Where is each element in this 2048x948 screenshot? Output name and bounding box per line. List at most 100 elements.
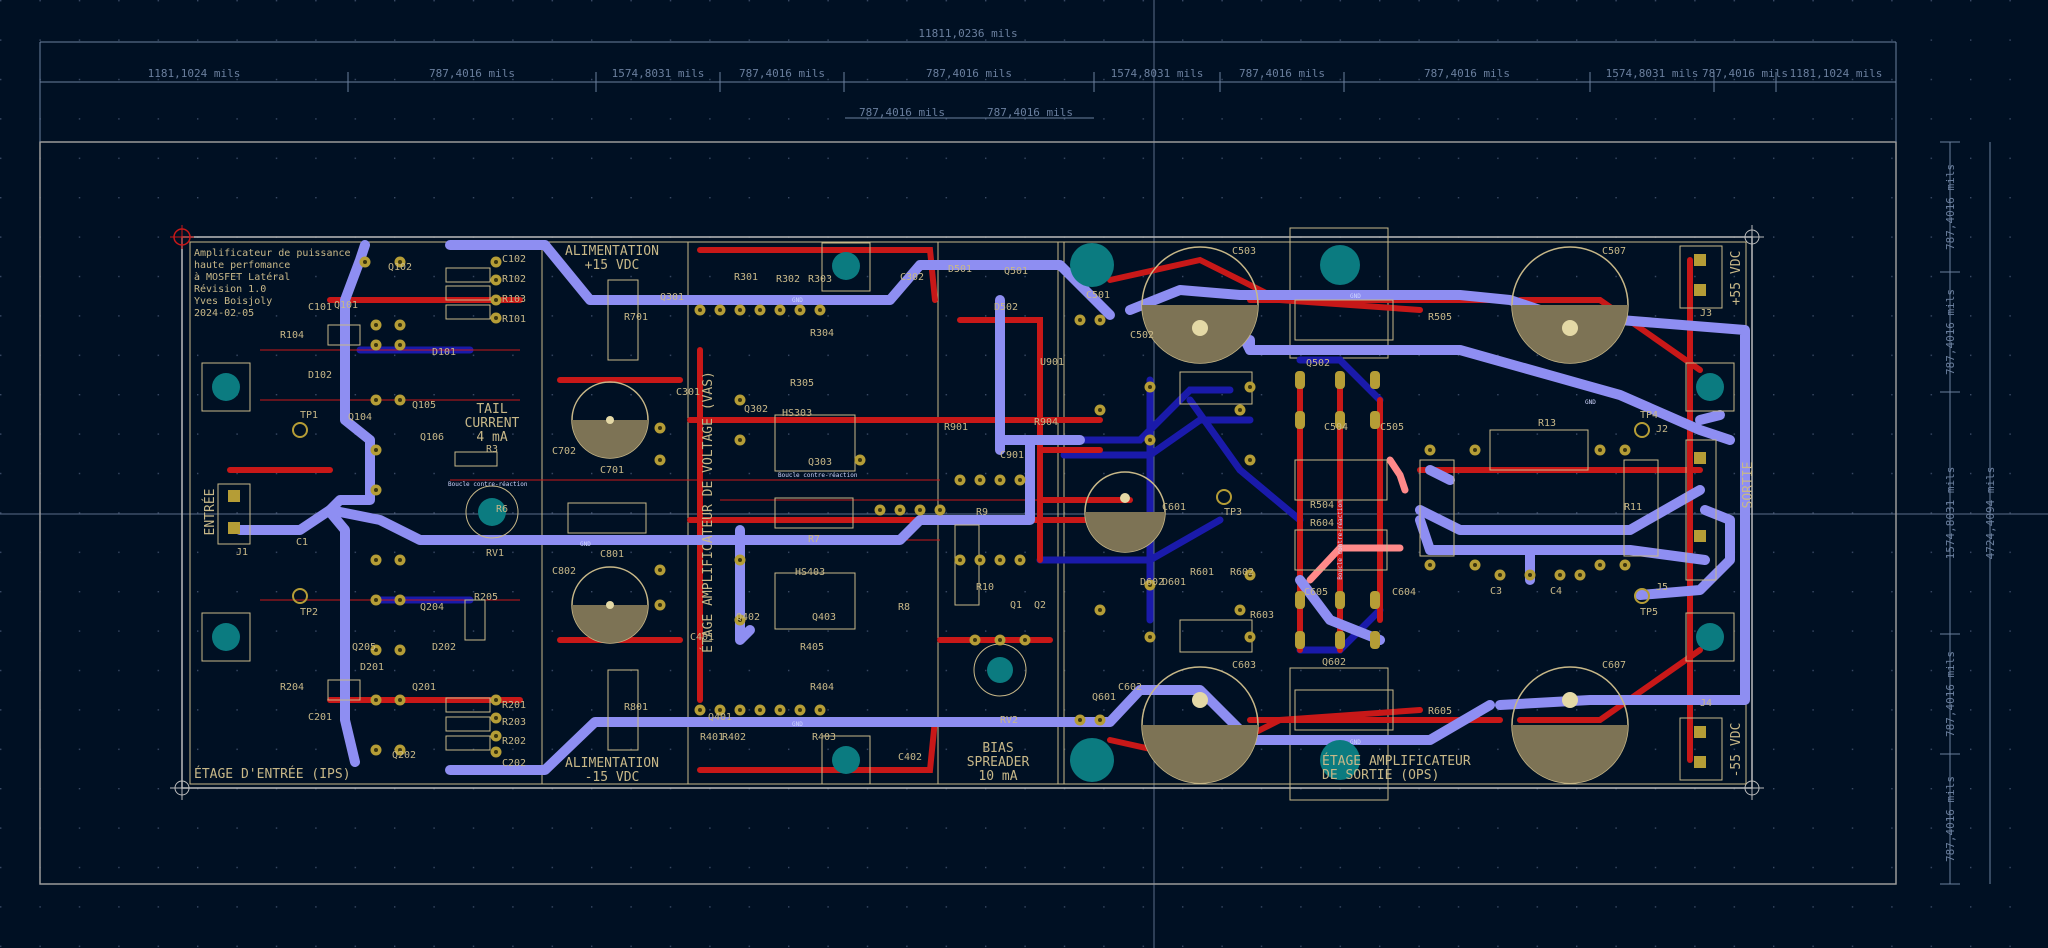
- pad-oval-2[interactable]: [1295, 411, 1305, 429]
- mounting-holes[interactable]: [201, 242, 1735, 785]
- refdes-r101: R101: [502, 314, 526, 325]
- mounting-hole-8: [1320, 740, 1360, 780]
- dimension-top-10: 787,4016 mils: [1702, 67, 1788, 80]
- refdes-tp2: TP2: [300, 607, 318, 618]
- refdes-r504: R504: [1310, 500, 1334, 511]
- resistor-bodies[interactable]: [327, 267, 1659, 751]
- dimension-top-4: 787,4016 mils: [739, 67, 825, 80]
- refdes-r13: R13: [1538, 418, 1556, 429]
- pad-oval-6[interactable]: [1370, 411, 1380, 429]
- refdes-d602: D602: [1140, 577, 1164, 588]
- label-psu-pos-1: ALIMENTATION: [565, 244, 659, 259]
- pad-oval-9[interactable]: [1335, 591, 1345, 609]
- refdes-c603: C603: [1232, 660, 1256, 671]
- pcb-edge-cuts[interactable]: [181, 236, 1753, 789]
- refdes-r402: R402: [722, 732, 746, 743]
- test-points[interactable]: [292, 422, 1650, 604]
- refdes-c504: C504: [1324, 422, 1348, 433]
- refdes-c302: C302: [900, 272, 924, 283]
- refdes-q201: Q201: [412, 682, 436, 693]
- pad-oval-5[interactable]: [1370, 371, 1380, 389]
- pad-oval-11[interactable]: [1370, 591, 1380, 609]
- dimension-right-4: 787,4016 mils: [1944, 651, 1957, 737]
- refdes-q403: Q403: [812, 612, 836, 623]
- cap-c603: [1141, 666, 1259, 784]
- refdes-r8: R8: [898, 602, 910, 613]
- mounting-hole-6: [1070, 738, 1114, 782]
- label-gnd-5: GND: [1585, 399, 1596, 406]
- title-line-3: à MOSFET Latéral: [194, 271, 290, 283]
- refdes-q402: Q402: [736, 612, 760, 623]
- refdes-j3: J3: [1700, 308, 1712, 319]
- refdes-q301: Q301: [660, 292, 684, 303]
- refdes-c3: C3: [1490, 586, 1502, 597]
- refdes-r404: R404: [810, 682, 834, 693]
- title-line-5: Yves Boisjoly: [194, 296, 272, 307]
- refdes-q105: Q105: [412, 400, 436, 411]
- refdes-tp3: TP3: [1224, 507, 1242, 518]
- dimensions: [39, 41, 1991, 884]
- connectors[interactable]: [217, 245, 1723, 781]
- dimension-top-8: 787,4016 mils: [1424, 67, 1510, 80]
- refdes-q501: Q501: [1004, 266, 1028, 277]
- pad-oval-1[interactable]: [1295, 371, 1305, 389]
- pad-oval-12[interactable]: [1370, 631, 1380, 649]
- label-ops-1: ÉTAGE AMPLIFICATEUR: [1322, 753, 1471, 769]
- refdes-q204: Q204: [420, 602, 444, 613]
- refdes-u901: U901: [1040, 357, 1064, 368]
- title-line-4: Révision 1.0: [194, 283, 266, 295]
- capacitors-electrolytic[interactable]: [571, 246, 1629, 784]
- dimension-right-1: 787,4016 mils: [1944, 164, 1957, 250]
- refdes-tp1: TP1: [300, 410, 318, 421]
- pad-oval-7[interactable]: [1295, 591, 1305, 609]
- refdes-q102: Q102: [388, 262, 412, 273]
- refdes-r205: R205: [474, 592, 498, 603]
- mounting-hole-4: [832, 746, 860, 774]
- refdes-r3: R3: [486, 444, 498, 455]
- mounting-hole-5: [1070, 243, 1114, 287]
- refdes-r401: R401: [700, 732, 724, 743]
- refdes-r403: R403: [812, 732, 836, 743]
- heatsinks[interactable]: [774, 299, 1394, 731]
- dimension-top-2: 787,4016 mils: [429, 67, 515, 80]
- refdes-r305: R305: [790, 378, 814, 389]
- mounting-hole-3: [832, 252, 860, 280]
- pad-oval-4[interactable]: [1335, 411, 1345, 429]
- refdes-q106: Q106: [420, 432, 444, 443]
- pad-oval-3[interactable]: [1335, 371, 1345, 389]
- label-psu-pos-2: +15 VDC: [585, 258, 640, 273]
- corner-markers: [170, 225, 1764, 800]
- refdes-r701: R701: [624, 312, 648, 323]
- refdes-r203: R203: [502, 717, 526, 728]
- pad-oval-10[interactable]: [1335, 631, 1345, 649]
- refdes-q601: Q601: [1092, 692, 1116, 703]
- refdes-c201: C201: [308, 712, 332, 723]
- refdes-q1: Q1: [1010, 600, 1022, 611]
- pads[interactable]: [359, 256, 1631, 758]
- refdes-c507: C507: [1602, 246, 1626, 257]
- cap-c601: [1084, 471, 1166, 553]
- pad-oval-8[interactable]: [1295, 631, 1305, 649]
- mounting-hole-9: [1696, 373, 1724, 401]
- label-tail-1: TAIL: [476, 402, 507, 417]
- title-block: Amplificateur de puissance haute perfoma…: [194, 248, 351, 319]
- refdes-r201: R201: [502, 700, 526, 711]
- dimension-inner-2: 787,4016 mils: [987, 106, 1073, 119]
- mounting-hole-1: [212, 373, 240, 401]
- refdes-d601: D601: [1162, 577, 1186, 588]
- refdes-r801: R801: [624, 702, 648, 713]
- mounting-hole-rv2: [987, 657, 1013, 683]
- board-outline-outer[interactable]: [39, 141, 1897, 885]
- refdes-r7: R7: [808, 534, 820, 545]
- refdes-c501: C501: [1086, 290, 1110, 301]
- refdes-c701: C701: [600, 465, 624, 476]
- refdes-r302: R302: [776, 274, 800, 285]
- refdes-q303: Q303: [808, 457, 832, 468]
- refdes-r202: R202: [502, 736, 526, 747]
- label-psu-neg-2: -15 VDC: [585, 770, 640, 785]
- refdes-q401: Q401: [708, 712, 732, 723]
- refdes-q602: Q602: [1322, 657, 1346, 668]
